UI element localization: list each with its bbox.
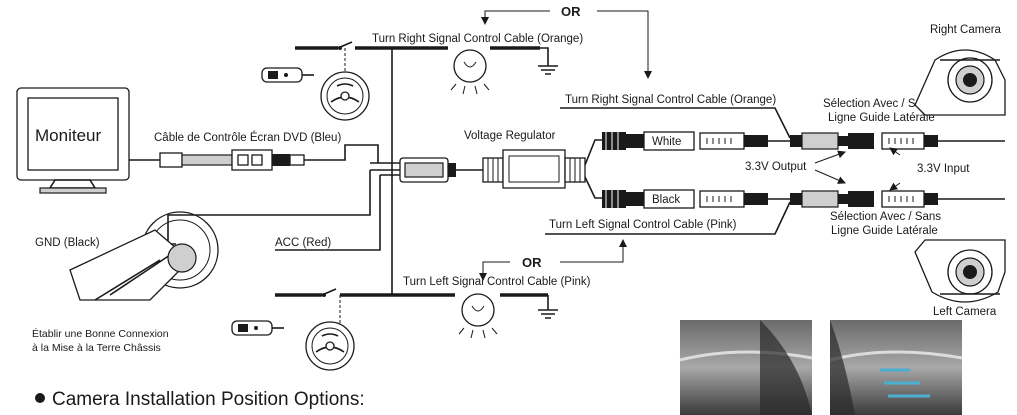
right-camera-label: Right Camera xyxy=(930,24,1002,36)
or-top-connector: OR xyxy=(481,4,652,79)
input-label: 3.3V Input xyxy=(917,163,970,175)
turn-right-mid: Turn Right Signal Control Cable (Orange) xyxy=(560,94,791,139)
white-branch: White xyxy=(602,131,874,151)
guide-bottom-line-1: Sélection Avec / Sans xyxy=(830,211,941,223)
acc-label: ACC (Red) xyxy=(275,237,331,249)
turn-right-top-label: Turn Right Signal Control Cable (Orange) xyxy=(372,33,583,45)
key-fob-icon xyxy=(261,67,314,83)
ground-note-line-1: Établir une Bonne Connexion xyxy=(32,327,169,340)
guide-top-line-2: Ligne Guide Latérale xyxy=(828,112,935,124)
camera-icon: Left Camera xyxy=(914,239,1006,318)
output-arrows: 3.3V Output xyxy=(745,150,846,184)
left-turn-wiring: Turn Left Signal Control Cable (Pink) xyxy=(275,276,591,330)
voltage-regulator-label: Voltage Regulator xyxy=(464,130,556,142)
right-turn-wiring: Turn Right Signal Control Cable (Orange) xyxy=(295,33,583,295)
voltage-regulator: Voltage Regulator xyxy=(464,130,602,199)
left-camera-label: Left Camera xyxy=(933,306,997,318)
camera-connectors: 3.3V Input xyxy=(881,132,1005,208)
steering-wheel-icon xyxy=(305,321,355,371)
monitor-icon: Moniteur xyxy=(16,87,130,194)
ground-symbol-icon xyxy=(538,309,558,319)
options-heading: Camera Installation Position Options: xyxy=(52,389,365,410)
ground-note-line-2: à la Mise à la Terre Châssis xyxy=(32,342,161,354)
bullet-icon xyxy=(35,393,45,403)
turn-left-mid: Turn Left Signal Control Cable (Pink) xyxy=(545,201,791,235)
main-harness-connector xyxy=(370,157,483,183)
or-bottom-connector: OR xyxy=(479,239,627,281)
ground-symbol-icon xyxy=(538,65,558,75)
or-top-label: OR xyxy=(561,4,581,19)
output-label: 3.3V Output xyxy=(745,161,807,173)
black-label: Black xyxy=(652,194,680,206)
camera-view-without-guide xyxy=(679,320,813,415)
turn-right-mid-label: Turn Right Signal Control Cable (Orange) xyxy=(565,94,776,106)
steering-wheel-icon xyxy=(320,71,370,121)
guide-bottom-line-2: Ligne Guide Latérale xyxy=(831,225,938,237)
turn-left-bottom-label: Turn Left Signal Control Cable (Pink) xyxy=(403,276,591,288)
key-fob-icon xyxy=(231,320,284,336)
gnd-label: GND (Black) xyxy=(35,237,100,249)
lamp-icon xyxy=(458,293,498,339)
chassis-ground-icon xyxy=(69,211,219,301)
guide-top-line-1: Sélection Avec / Sans xyxy=(823,98,934,110)
lamp-icon xyxy=(450,49,490,95)
camera-icon: Right Camera xyxy=(914,24,1006,116)
turn-left-mid-label: Turn Left Signal Control Cable (Pink) xyxy=(549,219,737,231)
dvd-cable-label: Câble de Contrôle Écran DVD (Bleu) xyxy=(154,131,341,144)
white-label: White xyxy=(652,136,681,148)
or-bottom-label: OR xyxy=(522,255,542,270)
dvd-control-cable: Câble de Contrôle Écran DVD (Bleu) xyxy=(129,131,379,171)
black-branch: Black xyxy=(602,189,874,209)
camera-view-with-guide xyxy=(829,320,963,415)
monitor-label: Moniteur xyxy=(35,126,101,145)
